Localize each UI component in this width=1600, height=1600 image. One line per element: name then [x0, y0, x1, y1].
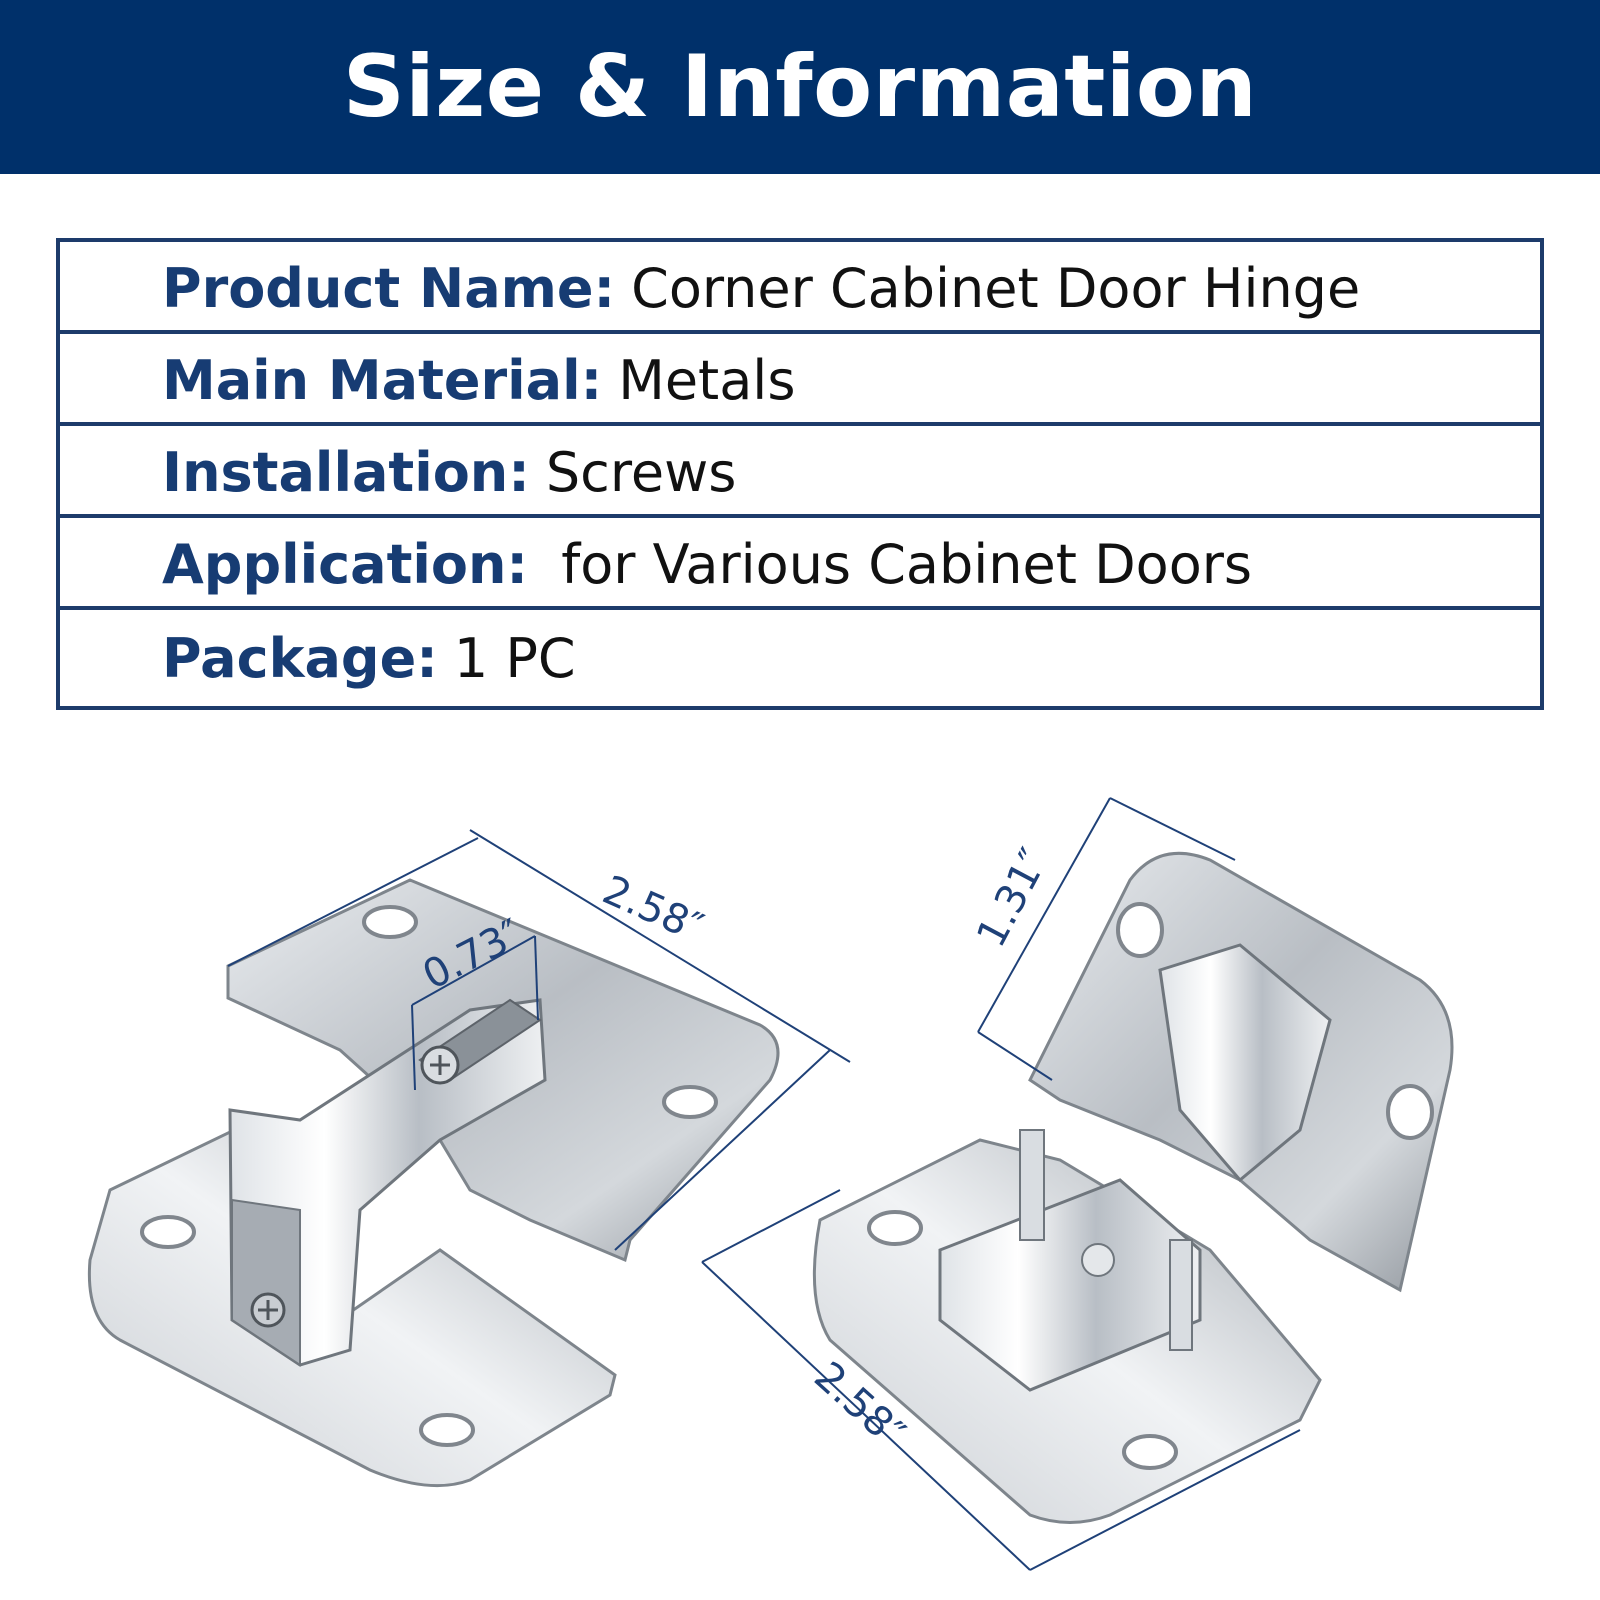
spec-label: Main Material:	[162, 348, 603, 412]
spec-row-package: Package: 1 PC	[60, 606, 1540, 706]
spec-table: Product Name: Corner Cabinet Door Hinge …	[56, 238, 1544, 710]
right-hinge-image	[812, 851, 1454, 1524]
header-banner: Size & Information	[0, 0, 1600, 174]
spec-row-main-material: Main Material: Metals	[60, 330, 1540, 426]
spec-label: Installation:	[162, 440, 530, 504]
dimension-label: 2.58″	[596, 867, 710, 951]
spec-value: for Various Cabinet Doors	[544, 532, 1253, 596]
spec-row-product-name: Product Name: Corner Cabinet Door Hinge	[60, 242, 1540, 334]
spec-value: Corner Cabinet Door Hinge	[631, 256, 1361, 320]
spec-label: Package:	[162, 626, 438, 690]
spec-label: Application:	[162, 532, 529, 596]
spec-value: 1 PC	[453, 626, 576, 690]
spec-value: Metals	[618, 348, 796, 412]
spec-value: Screws	[545, 440, 737, 504]
spec-label: Product Name:	[162, 256, 616, 320]
left-dimension-lines	[227, 829, 851, 1251]
right-dimension-lines	[701, 797, 1301, 1571]
spec-row-installation: Installation: Screws	[60, 422, 1540, 518]
spec-row-application: Application: for Various Cabinet Doors	[60, 514, 1540, 610]
hinge-illustration: 2.58″ 0.73″ 1.31″ 2.58″	[87, 797, 1454, 1571]
page-title: Size & Information	[342, 37, 1258, 137]
dimension-label: 1.31″	[968, 841, 1057, 954]
left-hinge-image	[87, 878, 780, 1488]
